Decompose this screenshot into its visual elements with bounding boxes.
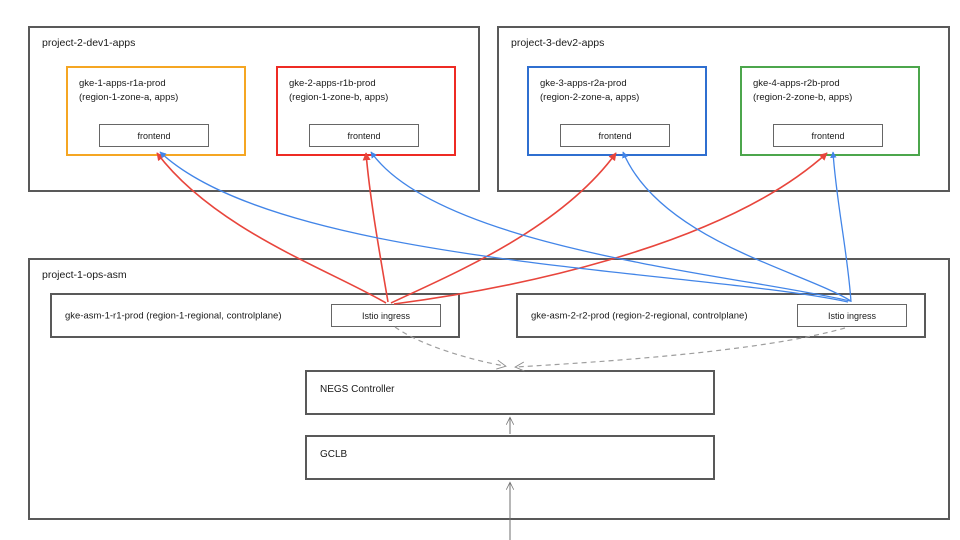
project-label-dev2: project-3-dev2-apps — [511, 37, 605, 49]
istio-ingress-asm-2[interactable]: Istio ingress — [797, 304, 907, 327]
cluster-title-gke-4: gke-4-apps-r2b-prod (region-2-zone-b, ap… — [753, 77, 852, 105]
cluster-name-gke-4: gke-4-apps-r2b-prod — [753, 78, 840, 89]
workload-frontend-gke-2[interactable]: frontend — [309, 124, 419, 147]
cluster-name-gke-1: gke-1-apps-r1a-prod — [79, 78, 166, 89]
cluster-name-gke-2: gke-2-apps-r1b-prod — [289, 78, 376, 89]
cluster-title-gke-3: gke-3-apps-r2a-prod (region-2-zone-a, ap… — [540, 77, 639, 105]
workload-label-gke-1: frontend — [137, 130, 171, 141]
cluster-meta-gke-4: (region-2-zone-b, apps) — [753, 91, 853, 103]
negs-controller-box[interactable]: NEGS Controller — [305, 370, 715, 415]
project-label-ops: project-1-ops-asm — [42, 269, 127, 281]
workload-frontend-gke-1[interactable]: frontend — [99, 124, 209, 147]
cluster-meta-gke-3: (region-2-zone-a, apps) — [540, 91, 640, 103]
cluster-meta-gke-2: (region-1-zone-b, apps) — [289, 91, 389, 103]
istio-ingress-label-asm-1: Istio ingress — [361, 310, 411, 321]
gclb-box[interactable]: GCLB — [305, 435, 715, 480]
negs-controller-label: NEGS Controller — [320, 384, 395, 395]
asm-cluster-label-asm-1: gke-asm-1-r1-prod (region-1-regional, co… — [65, 310, 282, 321]
cluster-name-gke-3: gke-3-apps-r2a-prod — [540, 78, 627, 89]
asm-cluster-label-asm-2: gke-asm-2-r2-prod (region-2-regional, co… — [531, 310, 748, 321]
workload-frontend-gke-3[interactable]: frontend — [560, 124, 670, 147]
istio-ingress-asm-1[interactable]: Istio ingress — [331, 304, 441, 327]
cluster-title-gke-2: gke-2-apps-r1b-prod (region-1-zone-b, ap… — [289, 77, 388, 105]
istio-ingress-label-asm-2: Istio ingress — [827, 310, 877, 321]
cluster-meta-gke-1: (region-1-zone-a, apps) — [79, 91, 179, 103]
cluster-title-gke-1: gke-1-apps-r1a-prod (region-1-zone-a, ap… — [79, 77, 178, 105]
workload-label-gke-3: frontend — [598, 130, 632, 141]
workload-label-gke-4: frontend — [811, 130, 845, 141]
gclb-label: GCLB — [320, 449, 348, 460]
workload-label-gke-2: frontend — [347, 130, 381, 141]
project-label-dev1: project-2-dev1-apps — [42, 37, 136, 49]
workload-frontend-gke-4[interactable]: frontend — [773, 124, 883, 147]
